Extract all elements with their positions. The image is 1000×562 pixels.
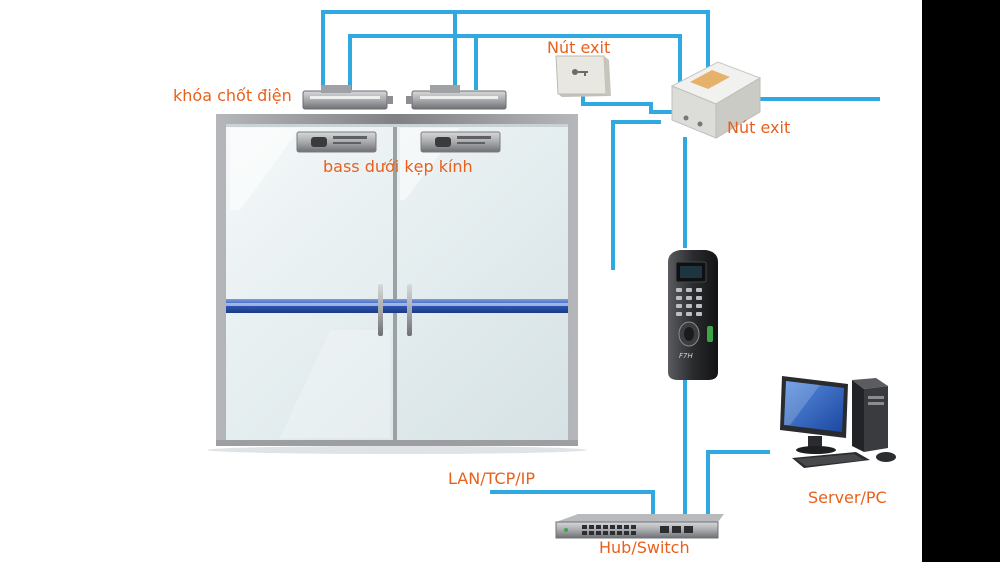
glass-door: [207, 114, 587, 454]
label-network: LAN/TCP/IP: [448, 469, 535, 488]
power-supply-icon: [670, 61, 762, 139]
label-exit-button: Nút exit: [547, 38, 611, 57]
wire-vertical-left: [611, 120, 661, 270]
wiring-diagram: [207, 10, 896, 539]
label-server-pc: Server/PC: [808, 488, 887, 507]
diagram-canvas: khóa chốt điện bass dưới kẹp kính Nút ex…: [0, 0, 922, 562]
fingerprint-reader-icon: [668, 250, 718, 380]
wires: [321, 10, 880, 516]
desktop-computer-icon: [780, 376, 896, 468]
electric-bolt-lock-icon: [406, 85, 507, 110]
exit-button-icon: [555, 55, 611, 97]
wire-lan: [490, 490, 655, 516]
label-hub-switch: Hub/Switch: [599, 538, 690, 557]
wire-pc-to-switch: [706, 450, 770, 514]
label-glass-bracket: bass dưới kẹp kính: [323, 157, 473, 176]
label-electric-lock: khóa chốt điện: [173, 86, 292, 105]
glass-clamp-bracket-icon: [420, 131, 501, 153]
network-switch-icon: [555, 514, 724, 539]
wire-lock-loop-left: [348, 34, 682, 90]
glass-clamp-bracket-icon: [296, 131, 377, 153]
reader-brand-mark: F7H: [679, 352, 693, 360]
wire-exit-button: [581, 92, 672, 114]
label-exit-power: Nút exit: [727, 118, 791, 137]
wire-outer-loop: [321, 10, 710, 86]
electric-bolt-lock-icon: [302, 85, 393, 110]
